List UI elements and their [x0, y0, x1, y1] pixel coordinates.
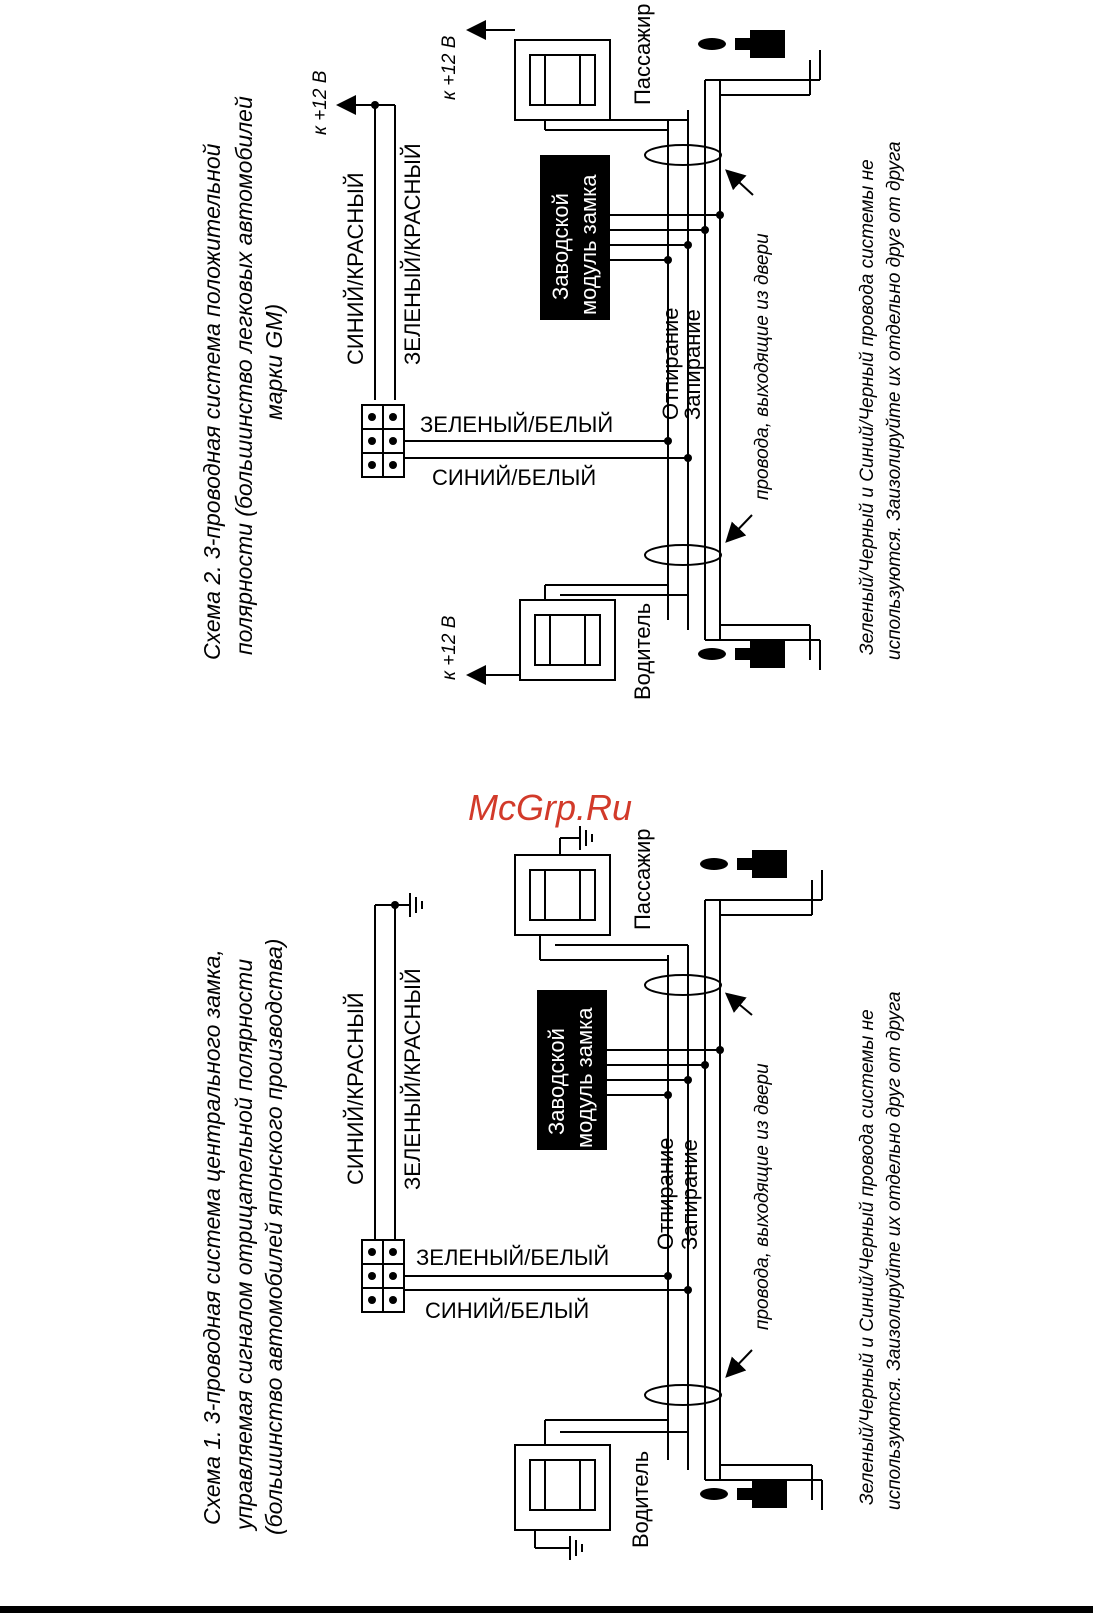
label-lock: Запирание — [677, 1139, 702, 1250]
plus12-top: к +12 В — [310, 70, 331, 135]
note-line-1: Зеленый/Черный и Синий/Черный провода си… — [857, 1009, 878, 1505]
caption-line: марки GM) — [261, 304, 287, 420]
label-blue-white: СИНИЙ/БЕЛЫЙ — [425, 1298, 589, 1323]
ground-driver — [534, 1530, 583, 1560]
label-blue-red: СИНИЙ/КРАСНЫЙ — [343, 992, 368, 1185]
caption-line: полярности (большинство легковых автомоб… — [231, 96, 257, 655]
label-blue-white: СИНИЙ/БЕЛЫЙ — [432, 465, 596, 490]
factory-lock-module-2: Заводской модуль замка — [540, 155, 610, 320]
diagram-2-caption: Схема 2. 3-проводная система положительн… — [199, 96, 287, 660]
label-door-wires: провода, выходящие из двери — [752, 233, 773, 500]
plug-bottom-2 — [698, 640, 785, 668]
plus12-passenger: к +12 В — [439, 35, 460, 100]
label-green-red: ЗЕЛЕНЫЙ/КРАСНЫЙ — [400, 143, 425, 365]
bottom-rule — [0, 1606, 1093, 1613]
driver-switch-1 — [514, 1444, 611, 1531]
factory-lock-module-1: Заводской модуль замка — [537, 990, 607, 1150]
passenger-switch-1 — [514, 854, 611, 936]
plug-bottom-1 — [700, 1480, 787, 1508]
label-green-red: ЗЕЛЕНЫЙ/КРАСНЫЙ — [400, 968, 425, 1190]
label-driver: Водитель — [630, 603, 655, 700]
diagram-1: Схема 1. 3-проводная система центральног… — [199, 826, 905, 1560]
label-green-white: ЗЕЛЕНЫЙ/БЕЛЫЙ — [420, 412, 613, 437]
driver-switch-2 — [519, 599, 616, 681]
caption-line: Схема 2. 3-проводная система положительн… — [199, 143, 225, 660]
module-line-2: модуль замка — [572, 1007, 597, 1148]
wires-white-2 — [404, 440, 688, 459]
plug-top-2 — [698, 30, 785, 58]
module-line-2: модуль замка — [576, 174, 601, 315]
caption-line: (большинство автомобилей японского произ… — [261, 939, 287, 1535]
label-blue-red: СИНИЙ/КРАСНЫЙ — [343, 172, 368, 365]
note-line-1: Зеленый/Черный и Синий/Черный провода си… — [857, 159, 878, 655]
label-passenger: Пассажир — [630, 828, 655, 930]
module-line-1: Заводской — [544, 1028, 569, 1135]
passenger-switch-2 — [514, 39, 611, 121]
watermark: McGrp.Ru — [468, 787, 632, 828]
connector-1 — [361, 1239, 405, 1313]
note-line-2: используются. Заизолируйте их отдельно д… — [884, 141, 905, 660]
label-lock: Запирание — [680, 309, 705, 420]
plus12-driver: к +12 В — [439, 615, 460, 680]
label-green-white: ЗЕЛЕНЫЙ/БЕЛЫЙ — [416, 1245, 609, 1270]
wire-bundle-top-1 — [374, 893, 423, 1240]
diagram-1-caption: Схема 1. 3-проводная система центральног… — [199, 939, 287, 1535]
junction-dot — [371, 101, 379, 109]
ground-passenger — [559, 826, 593, 855]
caption-line: Схема 1. 3-проводная система центральног… — [199, 949, 225, 1525]
label-unlock: Отпирание — [653, 1137, 678, 1250]
caption-line: управляемая сигналом отрицательной поляр… — [231, 959, 257, 1532]
label-door-wires: провода, выходящие из двери — [752, 1063, 773, 1330]
module-line-1: Заводской — [548, 193, 573, 300]
note-line-2: используются. Заизолируйте их отдельно д… — [884, 991, 905, 1510]
connector-2 — [361, 404, 405, 478]
diagram-2: Схема 2. 3-проводная система положительн… — [199, 3, 905, 700]
label-driver: Водитель — [628, 1451, 653, 1548]
label-passenger: Пассажир — [630, 3, 655, 105]
plug-top-1 — [700, 850, 787, 878]
label-unlock: Отпирание — [658, 307, 683, 420]
